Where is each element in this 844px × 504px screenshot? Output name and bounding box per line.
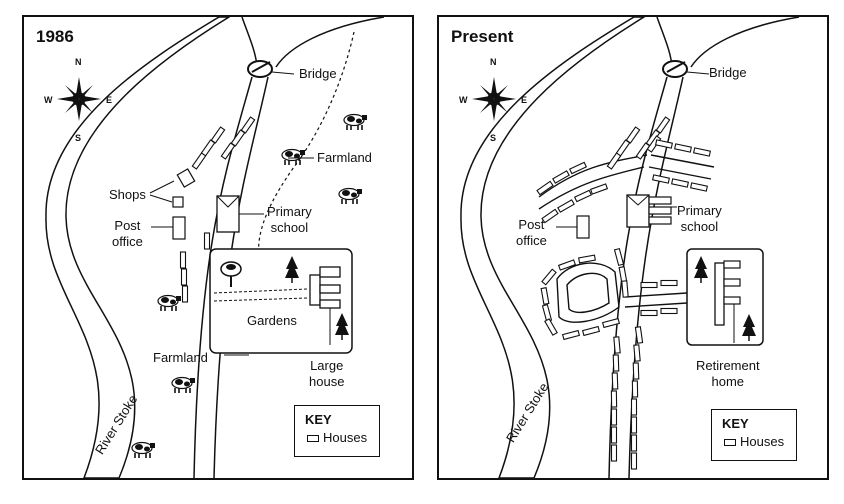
- primary-school-label: Primary school: [267, 204, 312, 235]
- road-to-retirement-home: [624, 292, 688, 298]
- bridge: [247, 60, 295, 78]
- house-icon: [307, 435, 319, 442]
- post-office: [556, 215, 590, 239]
- key-houses-label: Houses: [740, 434, 785, 449]
- farmland-label: Farmland: [153, 350, 208, 365]
- map-key: KEY Houses: [711, 409, 797, 461]
- key-title: KEY: [722, 416, 749, 431]
- map-1986: 1986 N S W E Bridge Farmland Shops Post …: [22, 15, 414, 480]
- cow-icon: [131, 441, 156, 459]
- compass-east-label: E: [106, 95, 113, 105]
- compass-north-label: N: [75, 57, 82, 67]
- shops: [172, 168, 196, 208]
- map-title: Present: [451, 27, 514, 46]
- map-present: Present N S W E Bridge Post office Prima…: [437, 15, 829, 480]
- cow-icon: [338, 187, 363, 205]
- post-office-label: Post office: [112, 218, 143, 249]
- bridge-label: Bridge: [299, 66, 337, 81]
- retirement-home-label: Retirement home: [696, 358, 760, 389]
- compass-west-label: W: [44, 95, 53, 105]
- bridge-label: Bridge: [709, 65, 747, 80]
- primary-school: [216, 195, 264, 233]
- cow-icon: [281, 148, 306, 166]
- map-title: 1986: [36, 27, 74, 46]
- large-house-label: Large house: [309, 358, 345, 389]
- key-title: KEY: [305, 412, 332, 427]
- cow-icon: [343, 113, 368, 131]
- map-key: KEY Houses: [294, 405, 380, 457]
- side-road-east: [650, 154, 715, 168]
- loop-road: [556, 262, 620, 323]
- river-stoke: [45, 17, 231, 478]
- retirement-home: [686, 248, 764, 346]
- compass-north-label: N: [490, 57, 497, 67]
- shops-label: Shops: [109, 187, 146, 202]
- key-houses-label: Houses: [323, 430, 368, 445]
- primary-school-label: Primary school: [677, 203, 722, 234]
- gardens-label: Gardens: [247, 313, 297, 328]
- compass-south-label: S: [490, 133, 497, 143]
- map-present-drawing: [460, 17, 800, 478]
- bridge: [662, 60, 710, 78]
- cow-icon: [171, 376, 196, 394]
- house-icon: [724, 439, 736, 446]
- primary-school: [626, 194, 677, 228]
- compass-west-label: W: [459, 95, 468, 105]
- compass-east-label: E: [521, 95, 528, 105]
- farmland-label: Farmland: [317, 150, 372, 165]
- main-road-west-edge: [193, 76, 253, 478]
- post-office: [151, 216, 186, 240]
- river-stoke: [460, 17, 646, 478]
- post-office-label: Post office: [516, 217, 547, 248]
- side-road-west: [538, 154, 648, 198]
- cow-icon: [157, 294, 182, 312]
- compass-south-label: S: [75, 133, 82, 143]
- map-1986-drawing: [45, 17, 385, 478]
- large-house: [309, 266, 341, 345]
